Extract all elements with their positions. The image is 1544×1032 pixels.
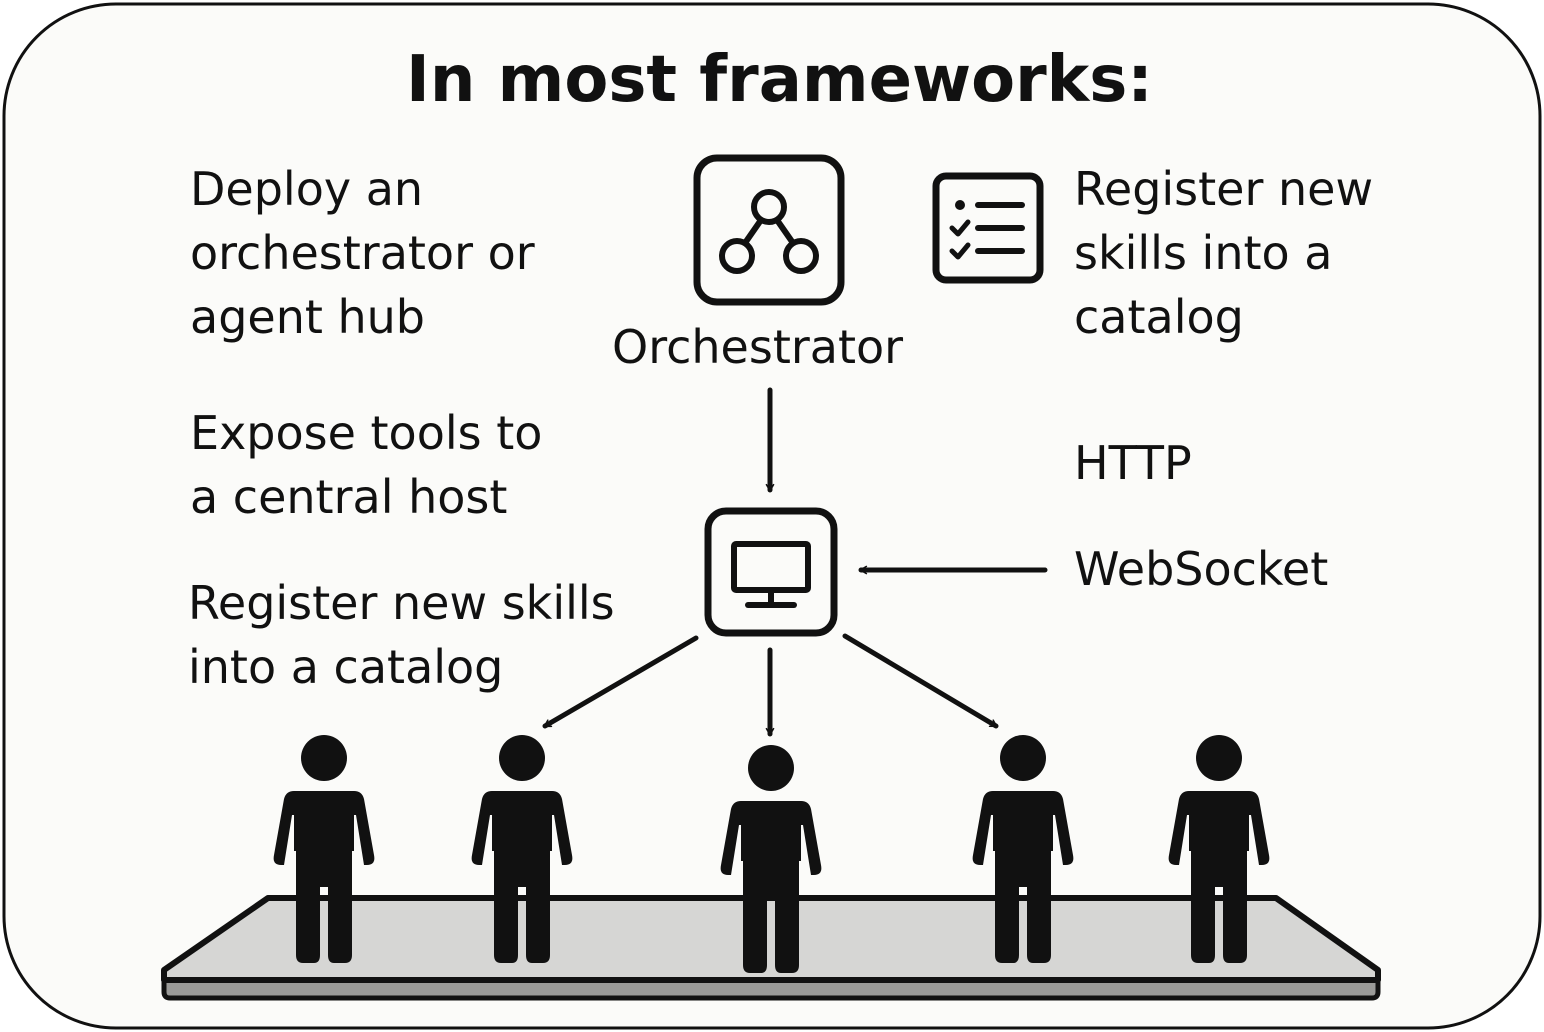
step-register-right-line-3: catalog <box>1074 290 1244 344</box>
step-deploy-line-3: agent hub <box>190 290 426 344</box>
step-register-left-line-2: into a catalog <box>188 640 504 694</box>
step-expose-line-2: a central host <box>190 470 508 524</box>
step-register-right-line-1: Register new <box>1074 162 1374 216</box>
monitor-icon <box>704 507 838 637</box>
orchestrator-label: Orchestrator <box>612 320 904 374</box>
arrow-host-to-agent-4 <box>842 633 999 729</box>
platform <box>161 895 1381 1001</box>
checklist-icon <box>932 172 1044 284</box>
protocol-websocket-label: WebSocket <box>1074 542 1329 596</box>
diagram-title: In most frameworks: <box>406 43 1153 117</box>
step-register-left-line-1: Register new skills <box>188 576 615 630</box>
step-expose-line-1: Expose tools to <box>190 406 543 460</box>
arrows <box>542 387 1048 737</box>
protocol-http-label: HTTP <box>1074 436 1192 490</box>
arrow-host-to-agent-2 <box>542 635 699 729</box>
network-nodes-icon <box>693 154 845 306</box>
step-deploy-line-1: Deploy an <box>190 162 424 216</box>
step-register-right-line-2: skills into a <box>1074 226 1333 280</box>
step-deploy-line-2: orchestrator or <box>190 226 535 280</box>
